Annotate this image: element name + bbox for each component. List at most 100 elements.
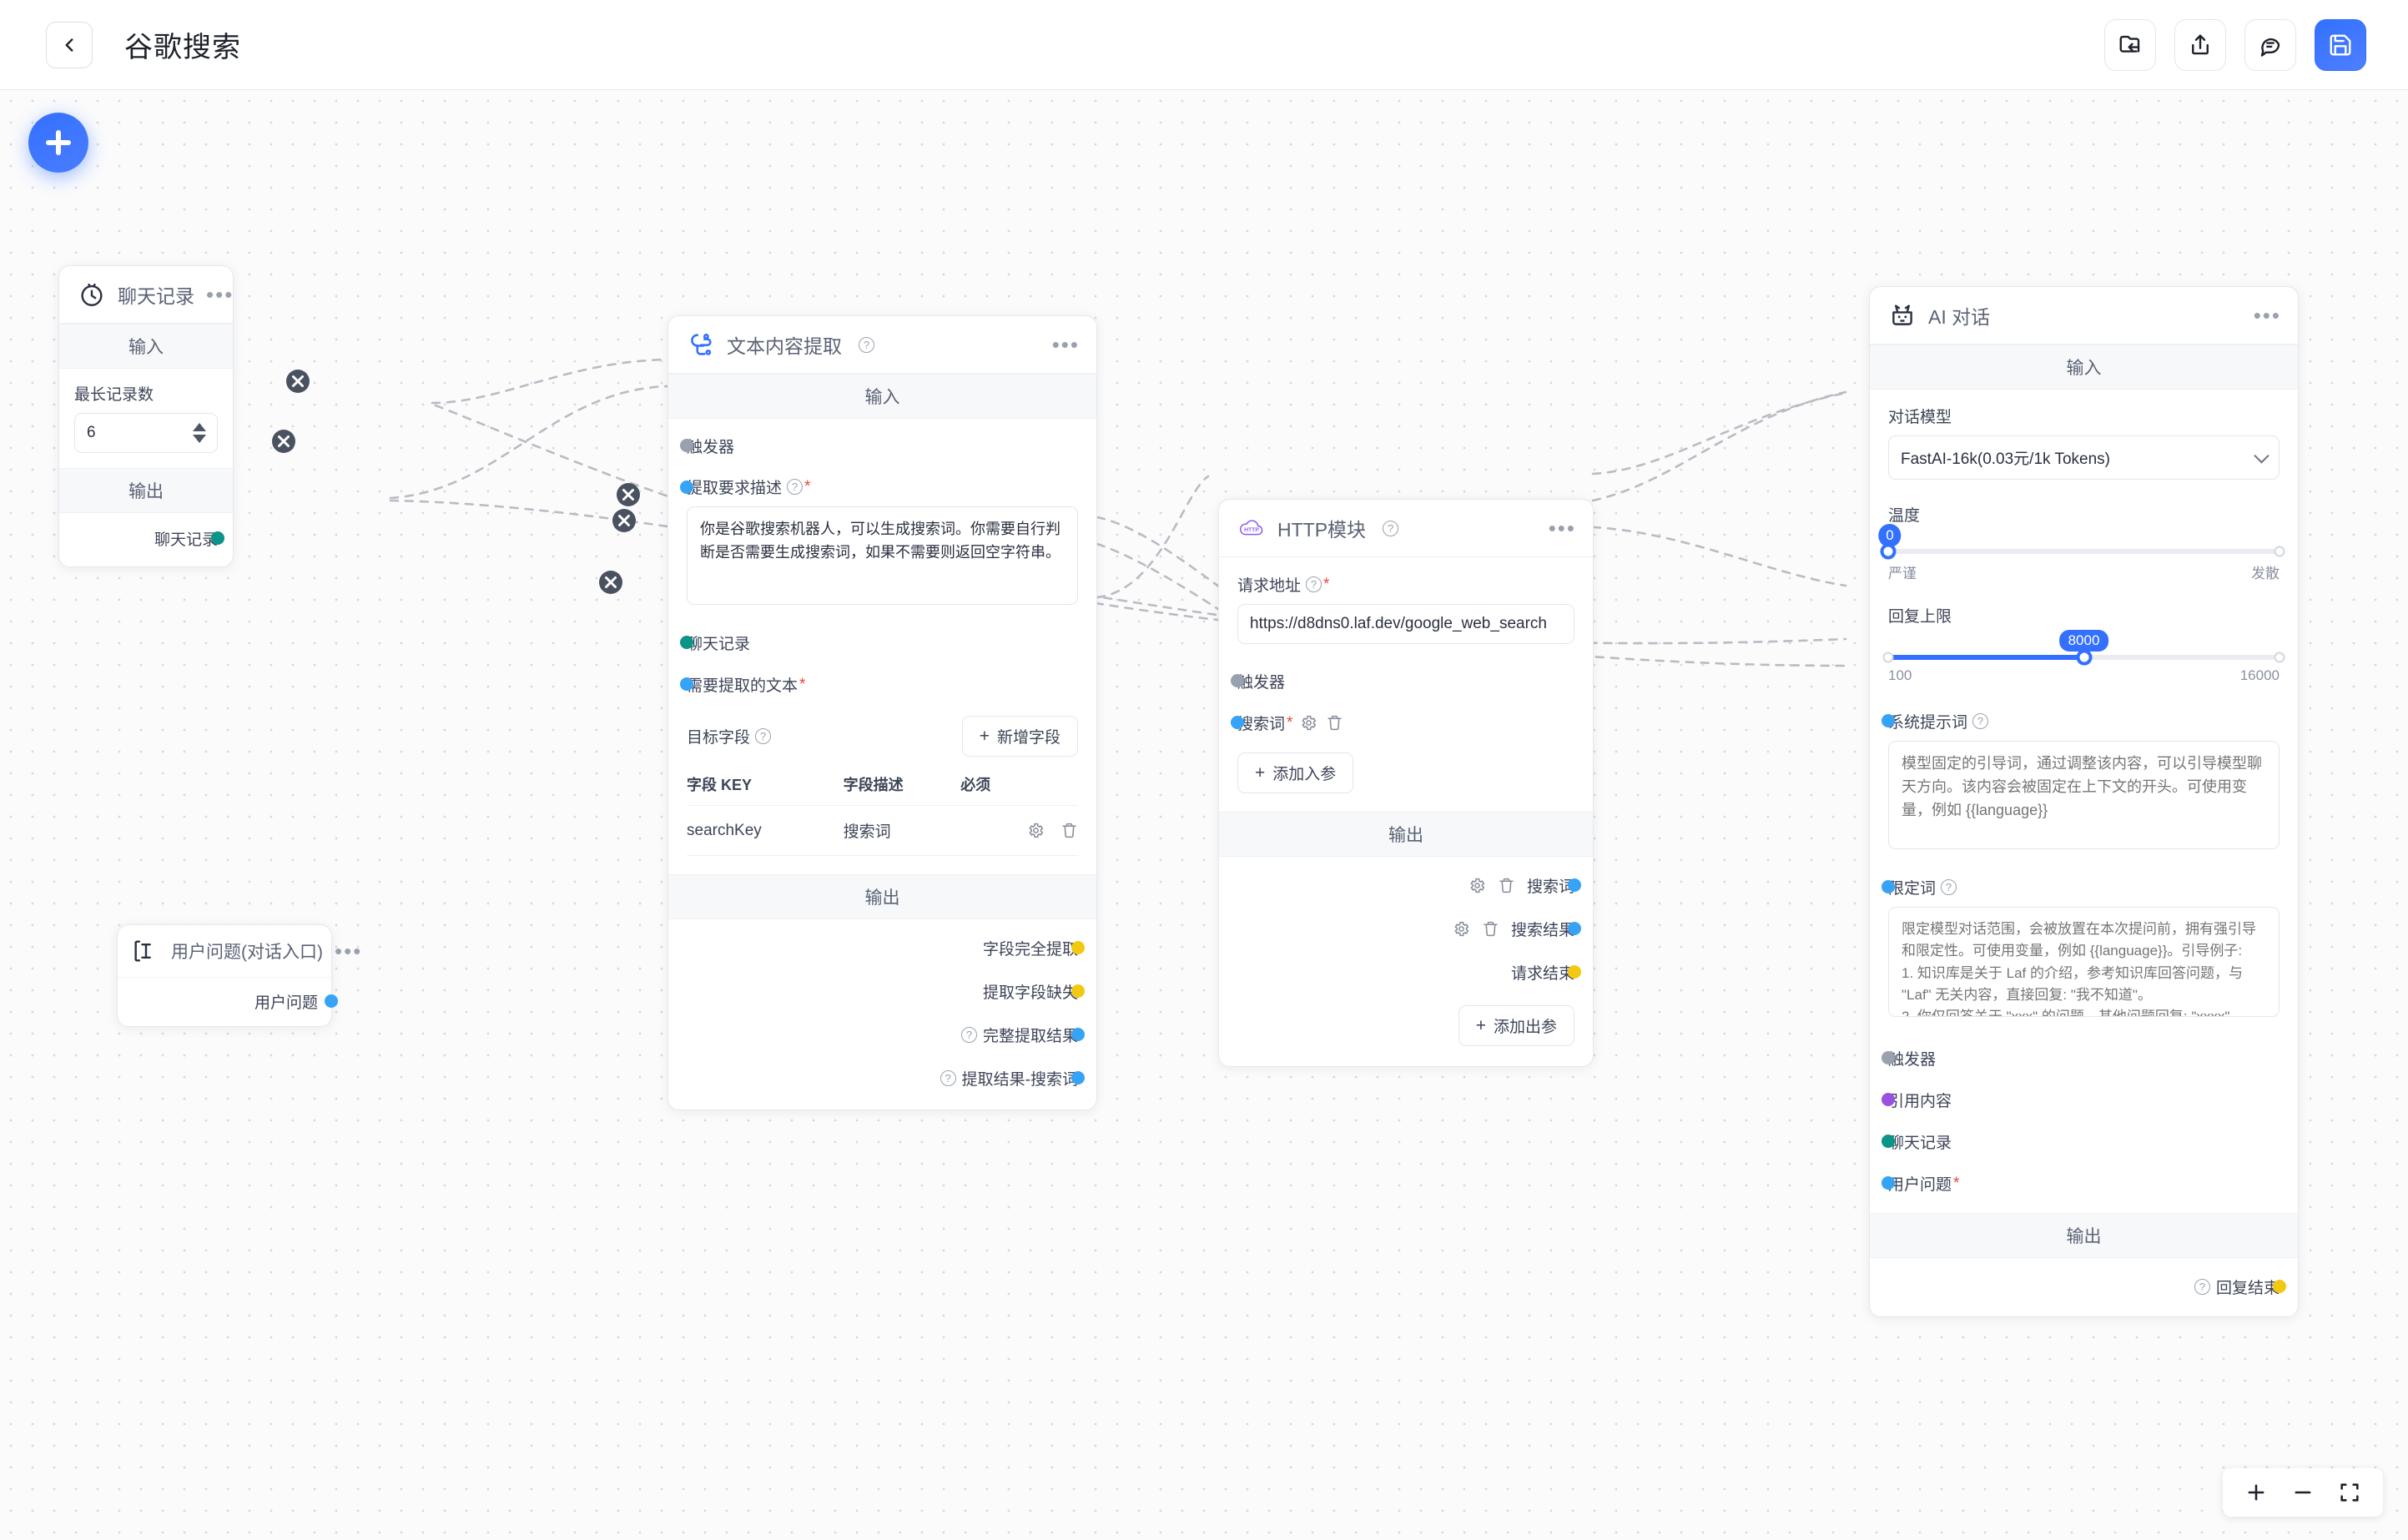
help-icon[interactable]: ? <box>787 479 804 495</box>
add-output-param-button[interactable]: + 添加出参 <box>1458 1005 1574 1046</box>
max-tokens-slider[interactable]: 8000 100 16000 <box>1882 630 2285 684</box>
chat-debug-button[interactable] <box>2244 18 2296 71</box>
node-menu-icon[interactable]: ••• <box>1548 515 1576 541</box>
back-button[interactable] <box>46 21 93 68</box>
slider-knob[interactable] <box>1880 543 1897 560</box>
output-label: 用户问题 <box>254 994 318 1012</box>
fit-view-button[interactable] <box>2338 1481 2361 1504</box>
gear-icon[interactable] <box>1468 877 1486 894</box>
output-port-request-end[interactable] <box>1568 965 1581 979</box>
gear-icon[interactable] <box>1027 822 1045 839</box>
stepper-up-icon[interactable] <box>193 423 206 431</box>
model-select[interactable]: FastAI-16k(0.03元/1k Tokens) <box>1888 435 2280 480</box>
help-icon[interactable]: ? <box>859 336 874 353</box>
node-menu-icon[interactable]: ••• <box>335 938 363 964</box>
url-input[interactable] <box>1237 604 1574 644</box>
export-button[interactable] <box>2174 18 2226 71</box>
input-param-label: 搜索词 <box>1237 715 1286 733</box>
help-icon[interactable]: ? <box>2194 1278 2210 1295</box>
trash-icon[interactable] <box>1482 920 1499 938</box>
input-port-limit-prompt[interactable] <box>1882 880 1895 893</box>
output-port-user-question[interactable] <box>325 994 338 1008</box>
edge-delete-button[interactable] <box>617 483 640 506</box>
node-user-question[interactable]: 用户问题(对话入口) ••• 用户问题 <box>117 924 360 1027</box>
input-port-quote-content[interactable] <box>1882 1093 1895 1106</box>
plus-icon: + <box>979 727 990 746</box>
help-icon[interactable]: ? <box>1383 520 1399 536</box>
node-chat-history[interactable]: 聊天记录 ••• 输入 最长记录数 输出 聊天记录 <box>58 265 234 567</box>
zoom-in-button[interactable] <box>2244 1481 2268 1504</box>
extract-desc-textarea[interactable]: 你是谷歌搜索机器人，可以生成搜索词。你需要自行判断是否需要生成搜索词，如果不需要… <box>687 506 1078 605</box>
input-port-user-question[interactable] <box>1882 1176 1895 1190</box>
help-icon[interactable]: ? <box>755 728 772 744</box>
slider-track[interactable] <box>1882 649 2285 666</box>
limit-prompt-textarea[interactable] <box>1888 907 2280 1017</box>
input-port-trigger[interactable] <box>680 439 693 452</box>
input-port-trigger[interactable] <box>1882 1051 1895 1064</box>
input-port-extract-desc[interactable] <box>680 481 693 494</box>
table-row[interactable]: searchKey 搜索词 <box>687 805 1078 856</box>
import-folder-button[interactable] <box>2104 18 2156 71</box>
system-prompt-textarea[interactable] <box>1888 741 2280 849</box>
output-port-result-searchkey[interactable] <box>1071 1071 1085 1085</box>
trash-icon[interactable] <box>1498 877 1515 894</box>
add-node-button[interactable] <box>28 113 88 173</box>
edge-delete-button[interactable] <box>286 370 310 393</box>
node-ai-chat[interactable]: AI 对话 ••• 输入 对话模型 FastAI-16k(0.03元/1k To… <box>1869 286 2299 1317</box>
add-field-button[interactable]: + 新增字段 <box>961 716 1078 757</box>
help-icon[interactable]: ? <box>1972 712 1989 729</box>
save-button[interactable] <box>2315 18 2366 71</box>
temperature-slider[interactable]: 0 严谨 发散 <box>1878 524 2285 582</box>
trash-icon[interactable] <box>1326 714 1343 732</box>
node-menu-icon[interactable]: ••• <box>206 281 234 307</box>
edge-delete-button[interactable] <box>612 509 636 532</box>
input-section-label: 输入 <box>1870 345 2298 390</box>
input-port-chat-history[interactable] <box>680 636 693 649</box>
input-port-trigger[interactable] <box>1231 674 1244 687</box>
zoom-out-button[interactable] <box>2291 1481 2315 1504</box>
output-port-search-result[interactable] <box>1568 922 1581 935</box>
node-header: 文本内容提取 ? ••• <box>668 316 1096 374</box>
trash-icon[interactable] <box>1060 822 1078 839</box>
slider-track[interactable] <box>1880 543 2285 560</box>
node-header: HTTP HTTP模块 ? ••• <box>1219 500 1593 557</box>
gear-icon[interactable] <box>1300 714 1317 732</box>
input-port-chat-history[interactable] <box>1882 1135 1895 1148</box>
max-records-input[interactable] <box>74 413 218 453</box>
add-input-param-button[interactable]: + 添加入参 <box>1237 752 1354 793</box>
stepper-down-icon[interactable] <box>193 435 206 443</box>
output-port-search-key[interactable] <box>1568 878 1581 892</box>
temperature-max-label: 发散 <box>2251 566 2280 581</box>
help-icon[interactable]: ? <box>960 1026 977 1043</box>
node-inputs: 对话模型 FastAI-16k(0.03元/1k Tokens) 温度 0 严谨 <box>1870 390 2298 1213</box>
output-port-chat-history[interactable] <box>211 531 224 545</box>
max-records-stepper[interactable] <box>74 413 218 453</box>
help-icon[interactable]: ? <box>940 1069 956 1086</box>
output-port-fields-complete[interactable] <box>1071 941 1085 954</box>
slider-knob[interactable] <box>2076 649 2092 666</box>
node-http-module[interactable]: HTTP HTTP模块 ? ••• 请求地址 ? * 触发器 <box>1218 499 1594 1067</box>
node-menu-icon[interactable]: ••• <box>1051 331 1080 357</box>
node-text-extract[interactable]: 文本内容提取 ? ••• 输入 触发器 提取要求描述 ? * 你是谷歌搜索机器人… <box>667 315 1097 1110</box>
cell-key: searchKey <box>687 805 844 856</box>
gear-icon[interactable] <box>1453 920 1470 938</box>
input-section-label: 输入 <box>668 374 1096 419</box>
output-row: ? 提取结果-搜索词 <box>687 1066 1085 1090</box>
node-menu-icon[interactable]: ••• <box>2253 302 2281 328</box>
share-upload-icon <box>2192 34 2209 54</box>
stepper-arrows[interactable] <box>193 423 206 443</box>
output-row: 提取字段缺失 <box>687 979 1085 1003</box>
input-port-system-prompt[interactable] <box>1882 714 1895 727</box>
help-icon[interactable]: ? <box>1941 878 1957 895</box>
output-port-answer-end[interactable] <box>2273 1280 2286 1293</box>
add-output-param-label: 添加出参 <box>1493 1019 1557 1036</box>
input-port-search-key[interactable] <box>1231 716 1244 729</box>
input-port-source-text[interactable] <box>680 677 693 691</box>
flow-canvas[interactable]: 聊天记录 ••• 输入 最长记录数 输出 聊天记录 <box>0 90 2408 1540</box>
output-port-fields-missing[interactable] <box>1071 984 1085 998</box>
edge-delete-button[interactable] <box>272 430 295 453</box>
col-required: 必须 <box>960 768 1078 806</box>
help-icon[interactable]: ? <box>1306 576 1322 592</box>
output-port-full-result[interactable] <box>1071 1028 1085 1041</box>
edge-delete-button[interactable] <box>599 571 622 594</box>
